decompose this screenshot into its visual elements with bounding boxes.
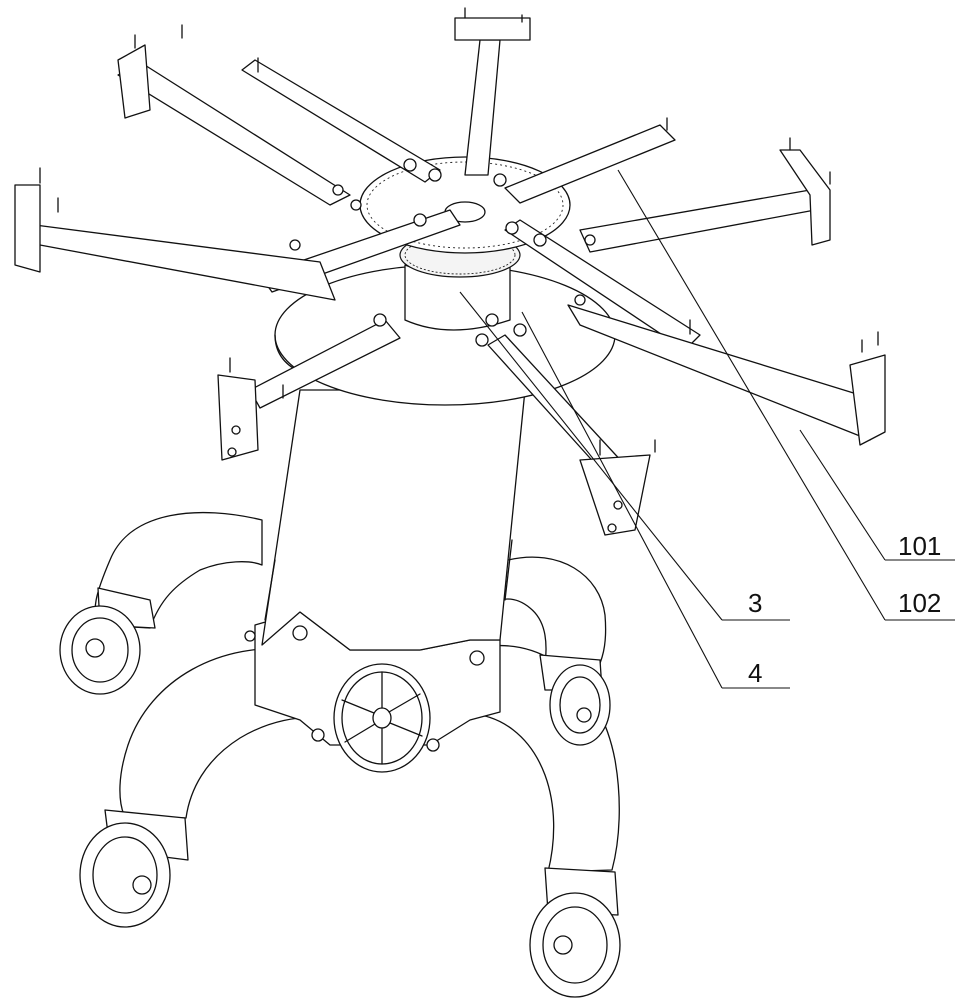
turntable-bolts	[289, 158, 596, 347]
lower-arm-right	[579, 189, 816, 253]
bolt-base-4	[426, 738, 440, 752]
lower-arm-front-left	[249, 319, 401, 409]
column-body	[261, 389, 526, 651]
bolt-base-2	[469, 650, 485, 666]
lower-arm-left	[34, 224, 336, 301]
caster-wheels	[59, 587, 621, 998]
leader-101	[799, 429, 886, 561]
upper-bar-right	[504, 124, 676, 204]
caster-front-left	[79, 809, 189, 928]
caster-front-right	[529, 867, 621, 998]
label-4: 4	[748, 658, 762, 688]
upper-bar-back	[464, 39, 501, 176]
bolt-base-3	[311, 728, 325, 742]
leader-lines	[459, 169, 955, 689]
lower-arm-front-right	[567, 304, 871, 441]
lower-arms	[14, 24, 886, 536]
label-101: 101	[898, 531, 941, 561]
upper-bar-back-left	[241, 59, 441, 183]
label-3: 3	[748, 588, 762, 618]
leader-4	[521, 311, 723, 689]
leader-102	[617, 169, 886, 621]
handwheel	[333, 663, 431, 773]
caster-rear-right	[539, 654, 611, 746]
caster-rear-left	[59, 587, 156, 695]
label-102: 102	[898, 588, 941, 618]
bolt-base-1	[292, 625, 308, 641]
part-labels: 101 102 3 4	[748, 531, 941, 688]
lower-arm-back-left	[117, 61, 351, 206]
leader-3	[459, 291, 723, 621]
column	[261, 389, 526, 651]
bolt-base-5	[244, 630, 256, 642]
